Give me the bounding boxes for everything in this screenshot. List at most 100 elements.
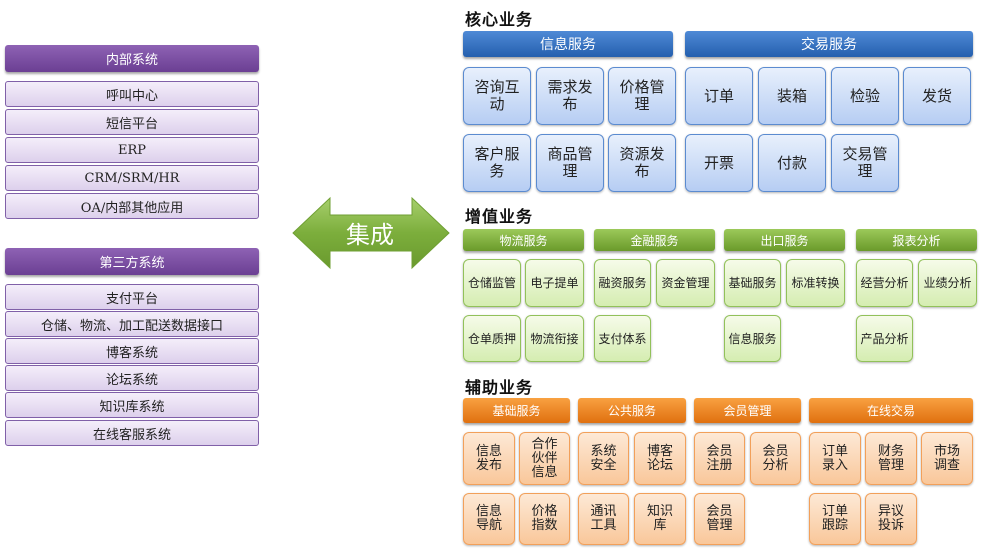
item-label: 在线客服系统 — [92, 427, 171, 443]
auxiliary-tile[interactable]: 博客论坛 — [634, 432, 686, 485]
internal-system-item[interactable]: 短信平台 — [5, 109, 259, 135]
auxiliary-tile[interactable]: 信息导航 — [463, 493, 515, 545]
core-tile[interactable]: 咨询互动 — [463, 67, 531, 125]
item-label: 支付平台 — [105, 291, 158, 307]
auxiliary-tile[interactable]: 会员注册 — [694, 432, 745, 485]
group-title: 出口服务 — [760, 233, 809, 248]
auxiliary-tile[interactable]: 合作伙伴信息 — [519, 432, 570, 485]
group-title: 物流服务 — [499, 233, 548, 248]
tile-label: 资金管理 — [661, 276, 710, 290]
value-added-tile[interactable]: 电子提单 — [525, 259, 584, 307]
auxiliary-tile[interactable]: 市场调查 — [921, 432, 973, 485]
tile-label: 仓单质押 — [467, 331, 516, 346]
internal-system-item[interactable]: ERP — [5, 137, 259, 163]
auxiliary-tile[interactable]: 订单录入 — [809, 432, 861, 485]
tile-label: 知识库 — [646, 504, 673, 533]
value-added-tile[interactable]: 业绩分析 — [918, 259, 977, 307]
tile-label: 付款 — [776, 153, 807, 172]
group-title: 金融服务 — [630, 233, 679, 248]
tile-label: 会员分析 — [762, 443, 789, 473]
tile-label: 产品分析 — [860, 331, 909, 346]
third-party-system-item[interactable]: 论坛系统 — [5, 365, 259, 391]
tile-label: 咨询互动 — [474, 78, 520, 113]
value-added-tile[interactable]: 基础服务 — [724, 259, 781, 307]
internal-system-item[interactable]: 呼叫中心 — [5, 81, 259, 107]
tile-label: 资源发布 — [619, 145, 665, 180]
group-title: 在线交易 — [866, 404, 915, 418]
internal-system-item[interactable]: CRM/SRM/HR — [5, 165, 259, 191]
tile-label: 价格指数 — [531, 504, 558, 533]
tile-label: 标准转换 — [791, 276, 840, 290]
auxiliary-tile[interactable]: 价格指数 — [519, 493, 570, 545]
value-added-tile[interactable]: 仓单质押 — [463, 315, 521, 362]
core-tile[interactable]: 付款 — [758, 134, 826, 192]
tile-label: 财务管理 — [877, 443, 904, 473]
tile-label: 系统安全 — [590, 443, 617, 473]
value-added-tile[interactable]: 信息服务 — [724, 315, 781, 362]
internal-systems-title: 内部系统 — [105, 53, 158, 68]
tile-label: 客户服务 — [474, 145, 520, 180]
tile-label: 电子提单 — [530, 276, 579, 290]
core-tile[interactable]: 检验 — [831, 67, 899, 125]
tile-label: 商品管理 — [547, 145, 593, 180]
item-label: 知识库系统 — [99, 399, 165, 415]
tile-label: 信息导航 — [475, 504, 502, 533]
item-label: 仓储、物流、加工配送数据接口 — [40, 318, 223, 334]
group-title: 报表分析 — [892, 233, 941, 248]
value-added-group-header: 报表分析 — [856, 229, 977, 251]
auxiliary-title: 辅助业务 — [465, 378, 534, 397]
value-added-group-header: 金融服务 — [594, 229, 715, 251]
value-added-tile[interactable]: 仓储监管 — [463, 259, 521, 307]
value-added-tile[interactable]: 物流衔接 — [525, 315, 584, 362]
tile-label: 异议投诉 — [877, 504, 904, 533]
core-tile[interactable]: 开票 — [685, 134, 753, 192]
core-tile[interactable]: 资源发布 — [608, 134, 676, 192]
auxiliary-tile[interactable]: 订单跟踪 — [809, 493, 861, 545]
third-party-system-item[interactable]: 知识库系统 — [5, 392, 259, 418]
third-party-system-item[interactable]: 仓储、物流、加工配送数据接口 — [5, 311, 259, 337]
core-group-header: 信息服务 — [463, 31, 673, 57]
value-added-group-header: 出口服务 — [724, 229, 845, 251]
core-tile[interactable]: 订单 — [685, 67, 753, 125]
value-added-tile[interactable]: 融资服务 — [594, 259, 651, 307]
integration-label: 集成 — [346, 220, 394, 249]
internal-system-item[interactable]: OA/内部其他应用 — [5, 193, 259, 219]
auxiliary-tile[interactable]: 会员管理 — [694, 493, 745, 545]
third-party-system-item[interactable]: 在线客服系统 — [5, 420, 259, 446]
tile-label: 基础服务 — [728, 276, 777, 290]
auxiliary-tile[interactable]: 知识库 — [634, 493, 686, 545]
value-added-tile[interactable]: 资金管理 — [656, 259, 715, 307]
value-added-tile[interactable]: 标准转换 — [786, 259, 845, 307]
core-tile[interactable]: 发货 — [903, 67, 971, 125]
core-tile[interactable]: 需求发布 — [536, 67, 604, 125]
value-added-tile[interactable]: 产品分析 — [856, 315, 913, 362]
auxiliary-tile[interactable]: 异议投诉 — [865, 493, 917, 545]
tile-label: 融资服务 — [598, 276, 647, 290]
third-party-system-item[interactable]: 博客系统 — [5, 338, 259, 364]
tile-label: 检验 — [849, 86, 880, 105]
item-label: ERP — [117, 142, 147, 158]
core-tile[interactable]: 价格管理 — [608, 67, 676, 125]
tile-label: 交易管理 — [842, 145, 888, 180]
tile-label: 业绩分析 — [923, 276, 972, 290]
core-tile[interactable]: 客户服务 — [463, 134, 531, 192]
auxiliary-tile[interactable]: 信息发布 — [463, 432, 515, 485]
group-title: 基础服务 — [492, 404, 541, 418]
auxiliary-tile[interactable]: 通讯工具 — [578, 493, 629, 545]
core-business-title: 核心业务 — [465, 10, 534, 29]
auxiliary-tile[interactable]: 系统安全 — [578, 432, 629, 485]
value-added-tile[interactable]: 支付体系 — [594, 315, 651, 362]
tile-label: 物流衔接 — [530, 331, 579, 346]
auxiliary-group-header: 基础服务 — [463, 398, 570, 423]
core-tile[interactable]: 装箱 — [758, 67, 826, 125]
value-added-tile[interactable]: 经营分析 — [856, 259, 913, 307]
tile-label: 支付体系 — [598, 331, 647, 346]
core-tile[interactable]: 交易管理 — [831, 134, 899, 192]
core-tile[interactable]: 商品管理 — [536, 134, 604, 192]
tile-label: 仓储监管 — [467, 276, 516, 290]
auxiliary-tile[interactable]: 财务管理 — [865, 432, 917, 485]
third-party-system-item[interactable]: 支付平台 — [5, 284, 259, 310]
auxiliary-group-header: 在线交易 — [809, 398, 973, 423]
auxiliary-tile[interactable]: 会员分析 — [750, 432, 801, 485]
group-title: 信息服务 — [540, 37, 596, 53]
